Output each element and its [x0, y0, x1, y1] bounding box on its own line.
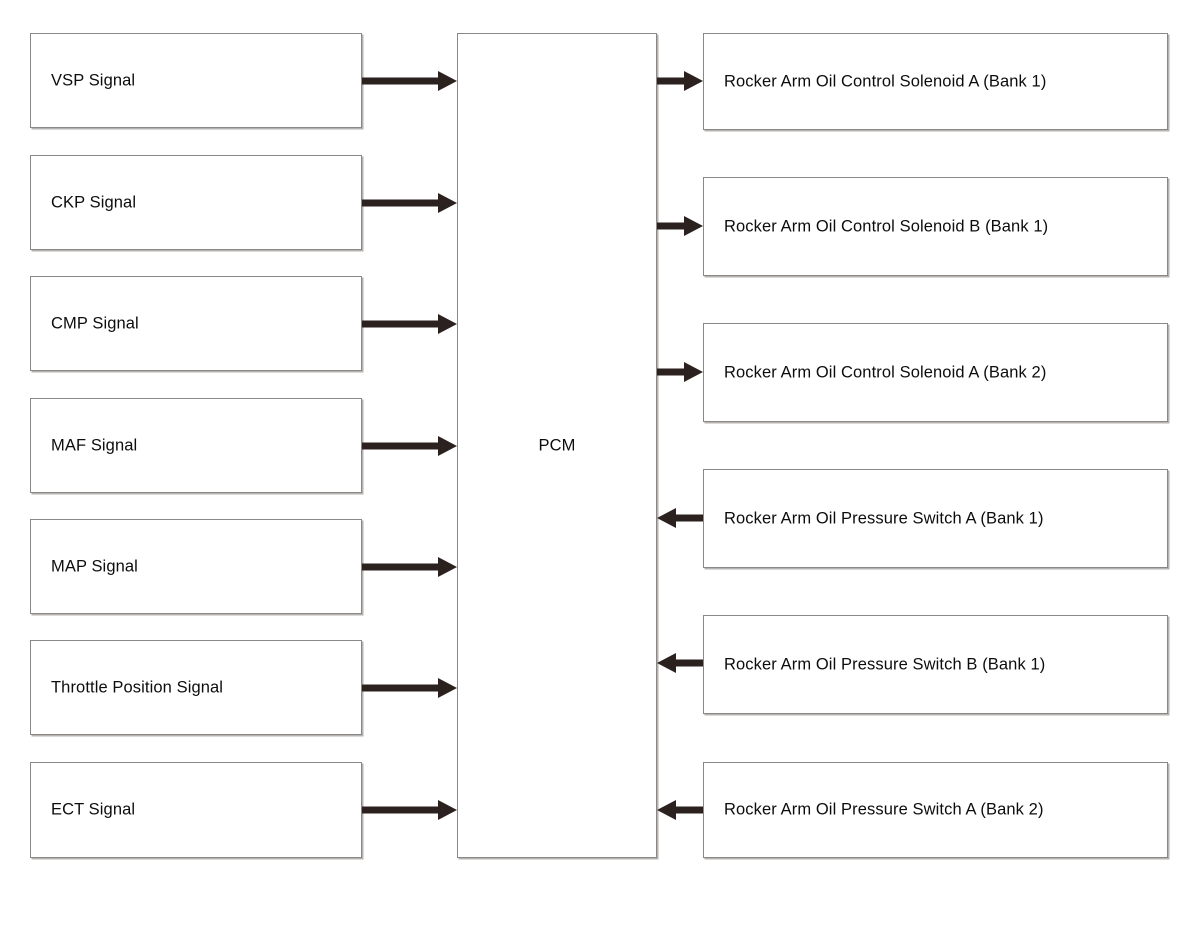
- arrow-head-right: [438, 71, 457, 91]
- arrow-shaft: [675, 659, 703, 667]
- arrow-head-left: [657, 653, 676, 673]
- arrow-head-left: [657, 800, 676, 820]
- arrow-shaft: [657, 77, 685, 85]
- arrow-shaft: [675, 514, 703, 522]
- arrow-shaft: [362, 77, 438, 85]
- arrow-head-right: [684, 216, 703, 236]
- arrow-head-right: [438, 800, 457, 820]
- input-block-ect[interactable]: ECT Signal: [30, 762, 362, 858]
- arrow-shaft: [657, 222, 685, 230]
- arrow-shaft: [657, 368, 685, 376]
- input-block-label: CKP Signal: [51, 193, 137, 212]
- input-block-label: CMP Signal: [51, 314, 139, 333]
- output-block-solenoid-a-bank2[interactable]: Rocker Arm Oil Control Solenoid A (Bank …: [703, 323, 1168, 422]
- input-block-cmp[interactable]: CMP Signal: [30, 276, 362, 371]
- arrow-head-right: [684, 71, 703, 91]
- arrow-head-right: [438, 314, 457, 334]
- input-block-throttle-position[interactable]: Throttle Position Signal: [30, 640, 362, 735]
- input-block-map[interactable]: MAP Signal: [30, 519, 362, 614]
- input-block-ckp[interactable]: CKP Signal: [30, 155, 362, 250]
- input-block-label: MAF Signal: [51, 436, 138, 455]
- output-block-pressure-switch-a-bank1[interactable]: Rocker Arm Oil Pressure Switch A (Bank 1…: [703, 469, 1168, 568]
- arrow-shaft: [362, 320, 438, 328]
- output-block-label: Rocker Arm Oil Pressure Switch A (Bank 1…: [724, 509, 1044, 528]
- output-block-pressure-switch-b-bank1[interactable]: Rocker Arm Oil Pressure Switch B (Bank 1…: [703, 615, 1168, 714]
- arrow-shaft: [362, 563, 438, 571]
- pcm-block-label: PCM: [538, 436, 576, 455]
- input-block-label: MAP Signal: [51, 557, 138, 576]
- output-block-label: Rocker Arm Oil Control Solenoid A (Bank …: [724, 363, 1047, 382]
- arrow-shaft: [362, 806, 438, 814]
- arrow-head-right: [684, 362, 703, 382]
- input-block-label: VSP Signal: [51, 71, 136, 90]
- output-block-label: Rocker Arm Oil Pressure Switch A (Bank 2…: [724, 800, 1044, 819]
- arrow-shaft: [675, 806, 703, 814]
- output-block-pressure-switch-a-bank2[interactable]: Rocker Arm Oil Pressure Switch A (Bank 2…: [703, 762, 1168, 858]
- output-block-label: Rocker Arm Oil Control Solenoid A (Bank …: [724, 72, 1047, 91]
- output-block-solenoid-b-bank1[interactable]: Rocker Arm Oil Control Solenoid B (Bank …: [703, 177, 1168, 276]
- input-block-label: Throttle Position Signal: [51, 678, 224, 697]
- arrow-head-right: [438, 193, 457, 213]
- output-block-solenoid-a-bank1[interactable]: Rocker Arm Oil Control Solenoid A (Bank …: [703, 33, 1168, 130]
- arrow-shaft: [362, 199, 438, 207]
- arrow-shaft: [362, 442, 438, 450]
- input-block-vsp[interactable]: VSP Signal: [30, 33, 362, 128]
- arrow-shaft: [362, 684, 438, 692]
- arrow-head-right: [438, 678, 457, 698]
- output-block-label: Rocker Arm Oil Pressure Switch B (Bank 1…: [724, 655, 1046, 674]
- input-block-maf[interactable]: MAF Signal: [30, 398, 362, 493]
- pcm-block[interactable]: PCM: [457, 33, 657, 858]
- arrow-head-left: [657, 508, 676, 528]
- arrow-head-right: [438, 436, 457, 456]
- output-block-label: Rocker Arm Oil Control Solenoid B (Bank …: [724, 217, 1049, 236]
- arrow-head-right: [438, 557, 457, 577]
- input-block-label: ECT Signal: [51, 800, 136, 819]
